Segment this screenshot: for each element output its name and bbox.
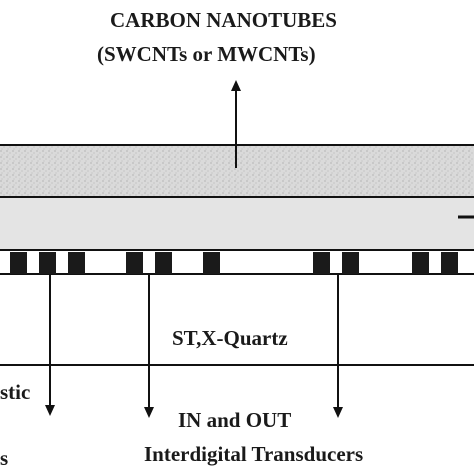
substrate-label: ST,X-Quartz [172,326,288,350]
idt-arrow-out [333,274,343,418]
electrode [39,252,56,274]
electrode [412,252,429,274]
guiding-layer [0,196,474,251]
acoustic-arrow [45,274,55,416]
electrode [342,252,359,274]
electrode [313,252,330,274]
acoustic-label-cut: stic [0,380,31,404]
electrode [10,252,27,274]
electrode [68,252,85,274]
electrode [155,252,172,274]
idt-label-line1: IN and OUT [178,408,292,432]
electrode [126,252,143,274]
cnt-arrow [231,80,241,168]
electrode [441,252,458,274]
acoustic-label-cut-2: s [0,446,9,470]
cnt-subtitle: (SWCNTs or MWCNTs) [97,42,316,66]
interdigital-electrodes [10,252,458,274]
electrode [203,252,220,274]
idt-label-line2: Interdigital Transducers [144,442,364,466]
cnt-title: CARBON NANOTUBES [110,8,337,32]
idt-arrow-in [144,274,154,418]
